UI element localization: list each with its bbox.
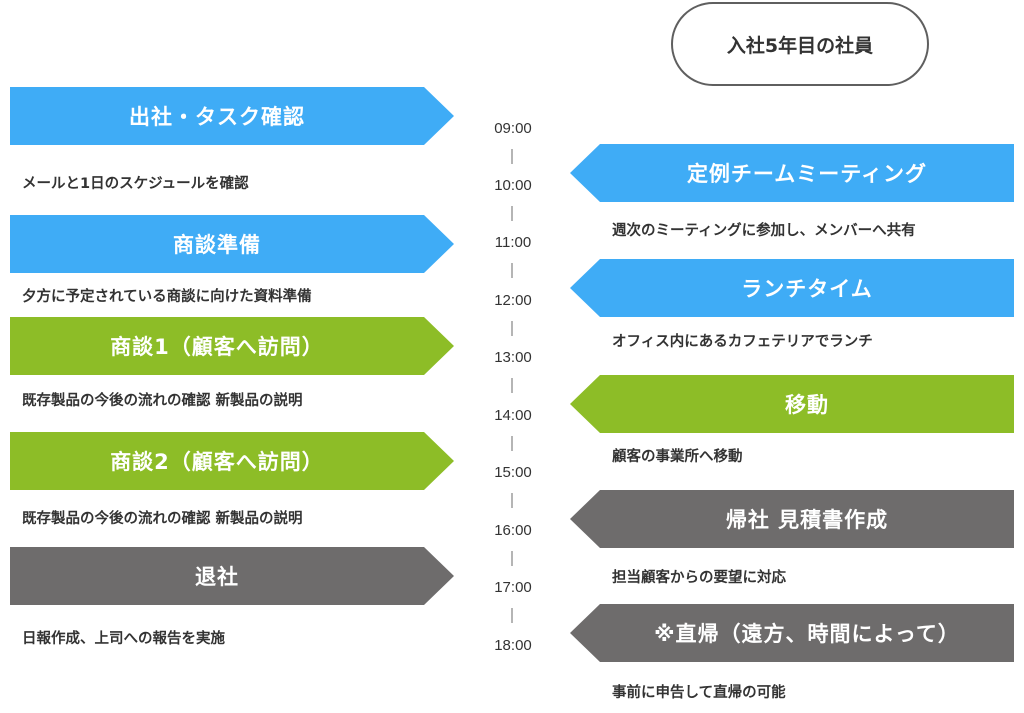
employee-title: 入社5年目の社員 bbox=[671, 2, 929, 86]
time-label: 18:00 bbox=[494, 637, 532, 654]
timeline-tick bbox=[511, 378, 513, 393]
task-arrow-team-meeting: 定例チームミーティング bbox=[570, 144, 1014, 202]
time-label: 12:00 bbox=[494, 292, 532, 309]
task-desc-team-meeting: 週次のミーティングに参加し、メンバーへ共有 bbox=[612, 223, 916, 239]
task-desc-meeting-prep: 夕方に予定されている商談に向けた資料準備 bbox=[22, 289, 312, 305]
task-desc-check-in: メールと1日のスケジュールを確認 bbox=[22, 176, 249, 192]
task-desc-meeting-2: 既存製品の今後の流れの確認 新製品の説明 bbox=[22, 511, 303, 527]
task-arrow-quote: 帰社 見積書作成 bbox=[570, 490, 1014, 548]
task-desc-direct-home: 事前に申告して直帰の可能 bbox=[612, 685, 786, 701]
task-desc-lunch: オフィス内にあるカフェテリアでランチ bbox=[612, 334, 873, 350]
time-label: 09:00 bbox=[494, 120, 532, 137]
timeline-tick bbox=[511, 263, 513, 278]
task-arrow-meeting-prep: 商談準備 bbox=[10, 215, 454, 273]
time-label: 11:00 bbox=[494, 234, 532, 251]
task-desc-quote: 担当顧客からの要望に対応 bbox=[612, 570, 786, 586]
task-arrow-lunch: ランチタイム bbox=[570, 259, 1014, 317]
time-label: 14:00 bbox=[494, 407, 532, 424]
time-label: 17:00 bbox=[494, 579, 532, 596]
timeline-tick bbox=[511, 321, 513, 336]
task-desc-travel: 顧客の事業所へ移動 bbox=[612, 449, 743, 465]
timeline-tick bbox=[511, 149, 513, 164]
timeline-tick bbox=[511, 206, 513, 221]
timeline-tick bbox=[511, 436, 513, 451]
task-arrow-meeting-1: 商談1（顧客へ訪問） bbox=[10, 317, 454, 375]
time-label: 15:00 bbox=[494, 464, 532, 481]
task-desc-leave: 日報作成、上司への報告を実施 bbox=[22, 631, 225, 647]
timeline-tick bbox=[511, 493, 513, 508]
timeline-tick bbox=[511, 608, 513, 623]
task-arrow-check-in: 出社・タスク確認 bbox=[10, 87, 454, 145]
task-arrow-direct-home: ※直帰（遠方、時間によって） bbox=[570, 604, 1014, 662]
time-label: 10:00 bbox=[494, 177, 532, 194]
task-arrow-meeting-2: 商談2（顧客へ訪問） bbox=[10, 432, 454, 490]
time-label: 16:00 bbox=[494, 522, 532, 539]
timeline-tick bbox=[511, 551, 513, 566]
task-arrow-travel: 移動 bbox=[570, 375, 1014, 433]
task-desc-meeting-1: 既存製品の今後の流れの確認 新製品の説明 bbox=[22, 393, 303, 409]
time-label: 13:00 bbox=[494, 349, 532, 366]
task-arrow-leave: 退社 bbox=[10, 547, 454, 605]
